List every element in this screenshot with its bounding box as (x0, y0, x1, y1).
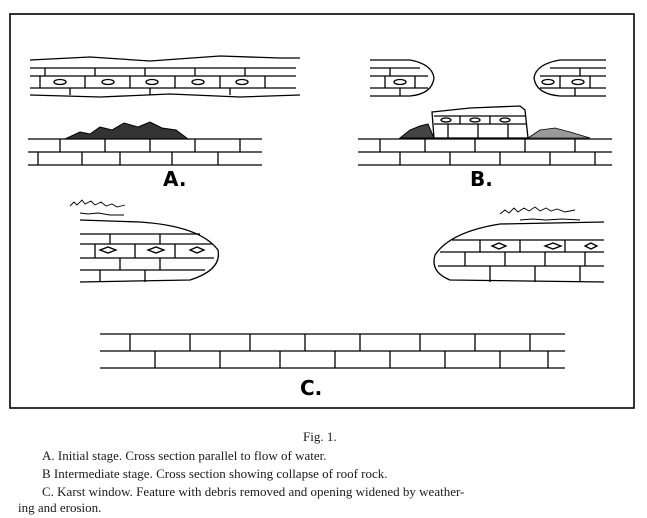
panel-b-collapsed-block (431, 105, 529, 139)
panel-c-left-roof (79, 219, 220, 283)
panel-a-roof-rock (29, 55, 301, 98)
panel-b-floor-rock (358, 138, 612, 166)
caption-line-c1: C. Karst window. Feature with debris rem… (42, 484, 465, 499)
caption-line-a: A. Initial stage. Cross section parallel… (42, 448, 327, 463)
panel-c (69, 199, 605, 369)
panel-a-floor-rock (28, 138, 262, 166)
panel-b-debris-right (526, 127, 591, 139)
panel-b-left-roof (370, 59, 435, 97)
panel-a (28, 55, 301, 166)
panel-c-left-surface (69, 199, 126, 216)
panel-a-label: A. (163, 167, 186, 191)
figure-number: Fig. 1. (303, 429, 337, 444)
karst-window-diagram: A. B. C. (9, 13, 635, 409)
panel-b-label: B. (470, 167, 493, 191)
panel-b (358, 59, 612, 166)
panel-c-right-surface (499, 206, 581, 221)
figure-frame (9, 13, 635, 409)
panel-b-right-roof (533, 59, 606, 97)
panel-a-debris (64, 121, 190, 140)
caption-line-c2: ing and erosion. (18, 500, 102, 515)
panel-c-right-roof (433, 221, 605, 283)
panel-c-floor-rock (100, 333, 565, 369)
panel-c-label: C. (300, 376, 322, 400)
panel-b-debris-left (398, 123, 435, 139)
caption-line-b: B Intermediate stage. Cross section show… (42, 466, 388, 481)
